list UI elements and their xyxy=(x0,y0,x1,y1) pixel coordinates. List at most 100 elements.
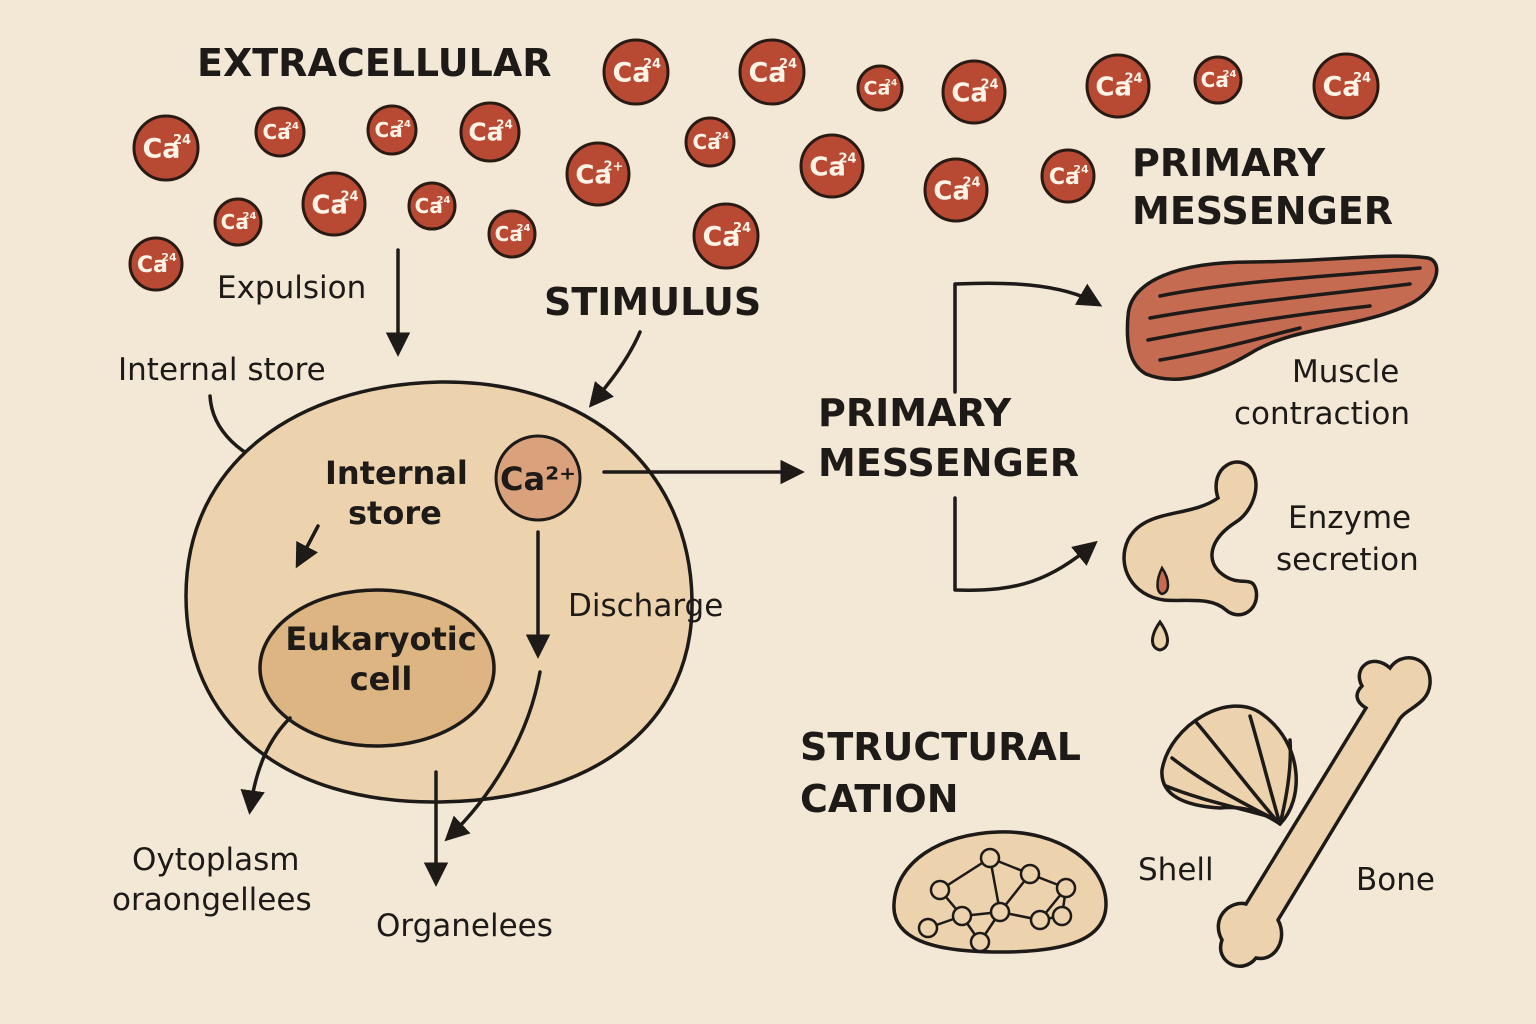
expulsion-label: Expulsion xyxy=(217,270,366,306)
calcium-ion-charge: 24 xyxy=(397,119,411,130)
calcium-ion-charge: 24 xyxy=(437,195,451,206)
calcium-ion-charge: 24 xyxy=(962,175,980,190)
calcium-ion-charge: 24 xyxy=(243,211,257,222)
calcium-ion-label: Ca xyxy=(1201,68,1229,92)
calcium-ion-charge: 24 xyxy=(980,77,998,92)
calcium-ion-label: Ca xyxy=(375,118,403,142)
eukaryotic-label-2: cell xyxy=(350,660,413,698)
calcium-ion-charge: 24 xyxy=(173,133,191,148)
calcium-ion-charge: 24 xyxy=(838,151,856,166)
enzyme-branch-arrow-icon xyxy=(953,496,1098,592)
primary-messenger-top-label-2: MESSENGER xyxy=(1132,189,1393,233)
calcium-ion-charge: 2+ xyxy=(604,159,624,174)
muscle-branch-arrow-icon xyxy=(953,281,1103,394)
bone-label: Bone xyxy=(1356,862,1435,898)
calcium-ion-icon: Ca2+ xyxy=(565,141,631,207)
calcium-ion-label: Ca xyxy=(137,253,168,278)
enzyme-label-2: secretion xyxy=(1276,542,1419,578)
calcium-ion-label: Ca xyxy=(748,58,786,89)
organelle-curve-arrow-icon xyxy=(444,670,542,842)
internal-store-outer-label: Internal store xyxy=(118,352,326,388)
stimulus-arrow-icon xyxy=(588,330,642,408)
cytoplasm-arrow-icon xyxy=(240,716,292,815)
eukaryotic-label-1: Eukaryotic xyxy=(285,620,476,658)
bone-icon xyxy=(1216,656,1432,968)
calcium-ion-label: Ca xyxy=(693,130,721,154)
stimulus-label: STIMULUS xyxy=(544,280,761,324)
calcium-ion-charge: 24 xyxy=(1124,71,1142,86)
muscle-icon xyxy=(1125,254,1439,381)
organelles-label: Organelees xyxy=(376,908,553,944)
internal-store-inner-label-1: Internal xyxy=(325,454,468,492)
calcium-ion-label: Ca xyxy=(221,210,249,234)
primary-messenger-top-label-1: PRIMARY xyxy=(1132,141,1326,185)
calcium-ion-charge: 24 xyxy=(733,221,751,236)
matrix-node-icon xyxy=(951,905,973,927)
calcium-ion-charge: 24 xyxy=(1223,69,1237,80)
calcium-ion-label: Ca xyxy=(951,78,988,108)
calcium-ion-charge: 24 xyxy=(496,118,513,132)
muscle-label-2: contraction xyxy=(1234,396,1410,432)
calcium-ion-charge: 24 xyxy=(1353,71,1371,86)
calcium-ion-charge: 24 xyxy=(161,251,177,264)
matrix-node-icon xyxy=(917,917,939,939)
calcium-ion-label: Ca xyxy=(575,160,612,190)
matrix-node-icon xyxy=(969,931,991,953)
structural-label-2: CATION xyxy=(800,777,959,821)
calcium-ion-label: Ca xyxy=(263,120,291,144)
calcium-ion-charge: 24 xyxy=(715,131,729,142)
store-to-nucleus-arrow-icon xyxy=(295,524,320,569)
calcium-ion-charge: 24 xyxy=(517,223,531,234)
calcium-ion-label: Ca xyxy=(702,222,740,253)
muscle-label-1: Muscle xyxy=(1292,354,1399,390)
calcium-ion-label: Ca xyxy=(612,58,650,89)
calcium-ion-label: Ca xyxy=(415,194,443,218)
gland-icon xyxy=(1122,460,1259,652)
calcium-ion-label: Ca xyxy=(1049,165,1080,190)
calcium-ion-charge: 24 xyxy=(779,57,797,72)
cytoplasm-label-1: Oytoplasm xyxy=(132,842,300,878)
internal-calcium-ion-icon xyxy=(494,434,582,522)
primary-messenger-center-label-2: MESSENGER xyxy=(818,441,1079,485)
calcium-ion-label: Ca xyxy=(809,152,846,182)
matrix-node-icon xyxy=(989,901,1011,923)
discharge-label: Discharge xyxy=(568,588,723,624)
calcium-ion-label: Ca xyxy=(311,190,348,220)
calcium-ion-charge: 24 xyxy=(340,189,358,204)
calcium-ion-label: Ca xyxy=(1322,72,1360,103)
internal-store-inner-label-2: store xyxy=(348,494,442,532)
calcium-ion-label: Ca xyxy=(142,134,180,165)
structural-label-1: STRUCTURAL xyxy=(800,725,1081,769)
calcium-ion-label: Ca xyxy=(864,78,891,100)
shell-label: Shell xyxy=(1138,852,1214,888)
shell-icon xyxy=(1160,704,1298,827)
calcium-ion-charge: 24 xyxy=(285,121,299,132)
internal-calcium-label: Ca²⁺ xyxy=(500,460,576,498)
calcium-ion-charge: 24 xyxy=(643,57,661,72)
calcium-ion-label: Ca xyxy=(1095,72,1132,102)
enzyme-label-1: Enzyme xyxy=(1288,500,1411,536)
matrix-node-icon xyxy=(1051,905,1073,927)
bone-matrix-icon xyxy=(892,830,1108,954)
matrix-node-icon xyxy=(979,847,1001,869)
calcium-ion-charge: 24 xyxy=(885,78,898,88)
primary-messenger-center-label-1: PRIMARY xyxy=(818,391,1012,435)
matrix-node-icon xyxy=(1019,863,1041,885)
